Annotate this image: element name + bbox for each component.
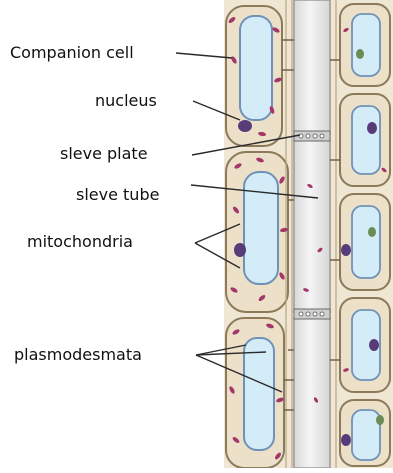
- sieve-tube-element-lower: [294, 318, 330, 468]
- leader-companion-cell: [176, 53, 232, 58]
- companion-cell-vacuole: [240, 16, 272, 120]
- sieve-plate-lower: [294, 309, 330, 319]
- sieve-plate-upper: [294, 131, 330, 141]
- label-sieve-plate: sleve plate: [60, 145, 148, 163]
- sieve-tube-element-upper: [294, 0, 330, 134]
- label-sieve-tube: sleve tube: [76, 186, 159, 204]
- label-mitochondria: mitochondria: [27, 233, 133, 251]
- sieve-tube-element-middle: [294, 140, 330, 312]
- companion-cell-bottom-vacuole: [244, 338, 274, 450]
- companion-cell-middle-vacuole: [244, 172, 278, 284]
- label-plasmodesmata: plasmodesmata: [14, 346, 142, 364]
- label-nucleus: nucleus: [95, 92, 157, 110]
- label-companion-cell: Companion cell: [10, 44, 134, 62]
